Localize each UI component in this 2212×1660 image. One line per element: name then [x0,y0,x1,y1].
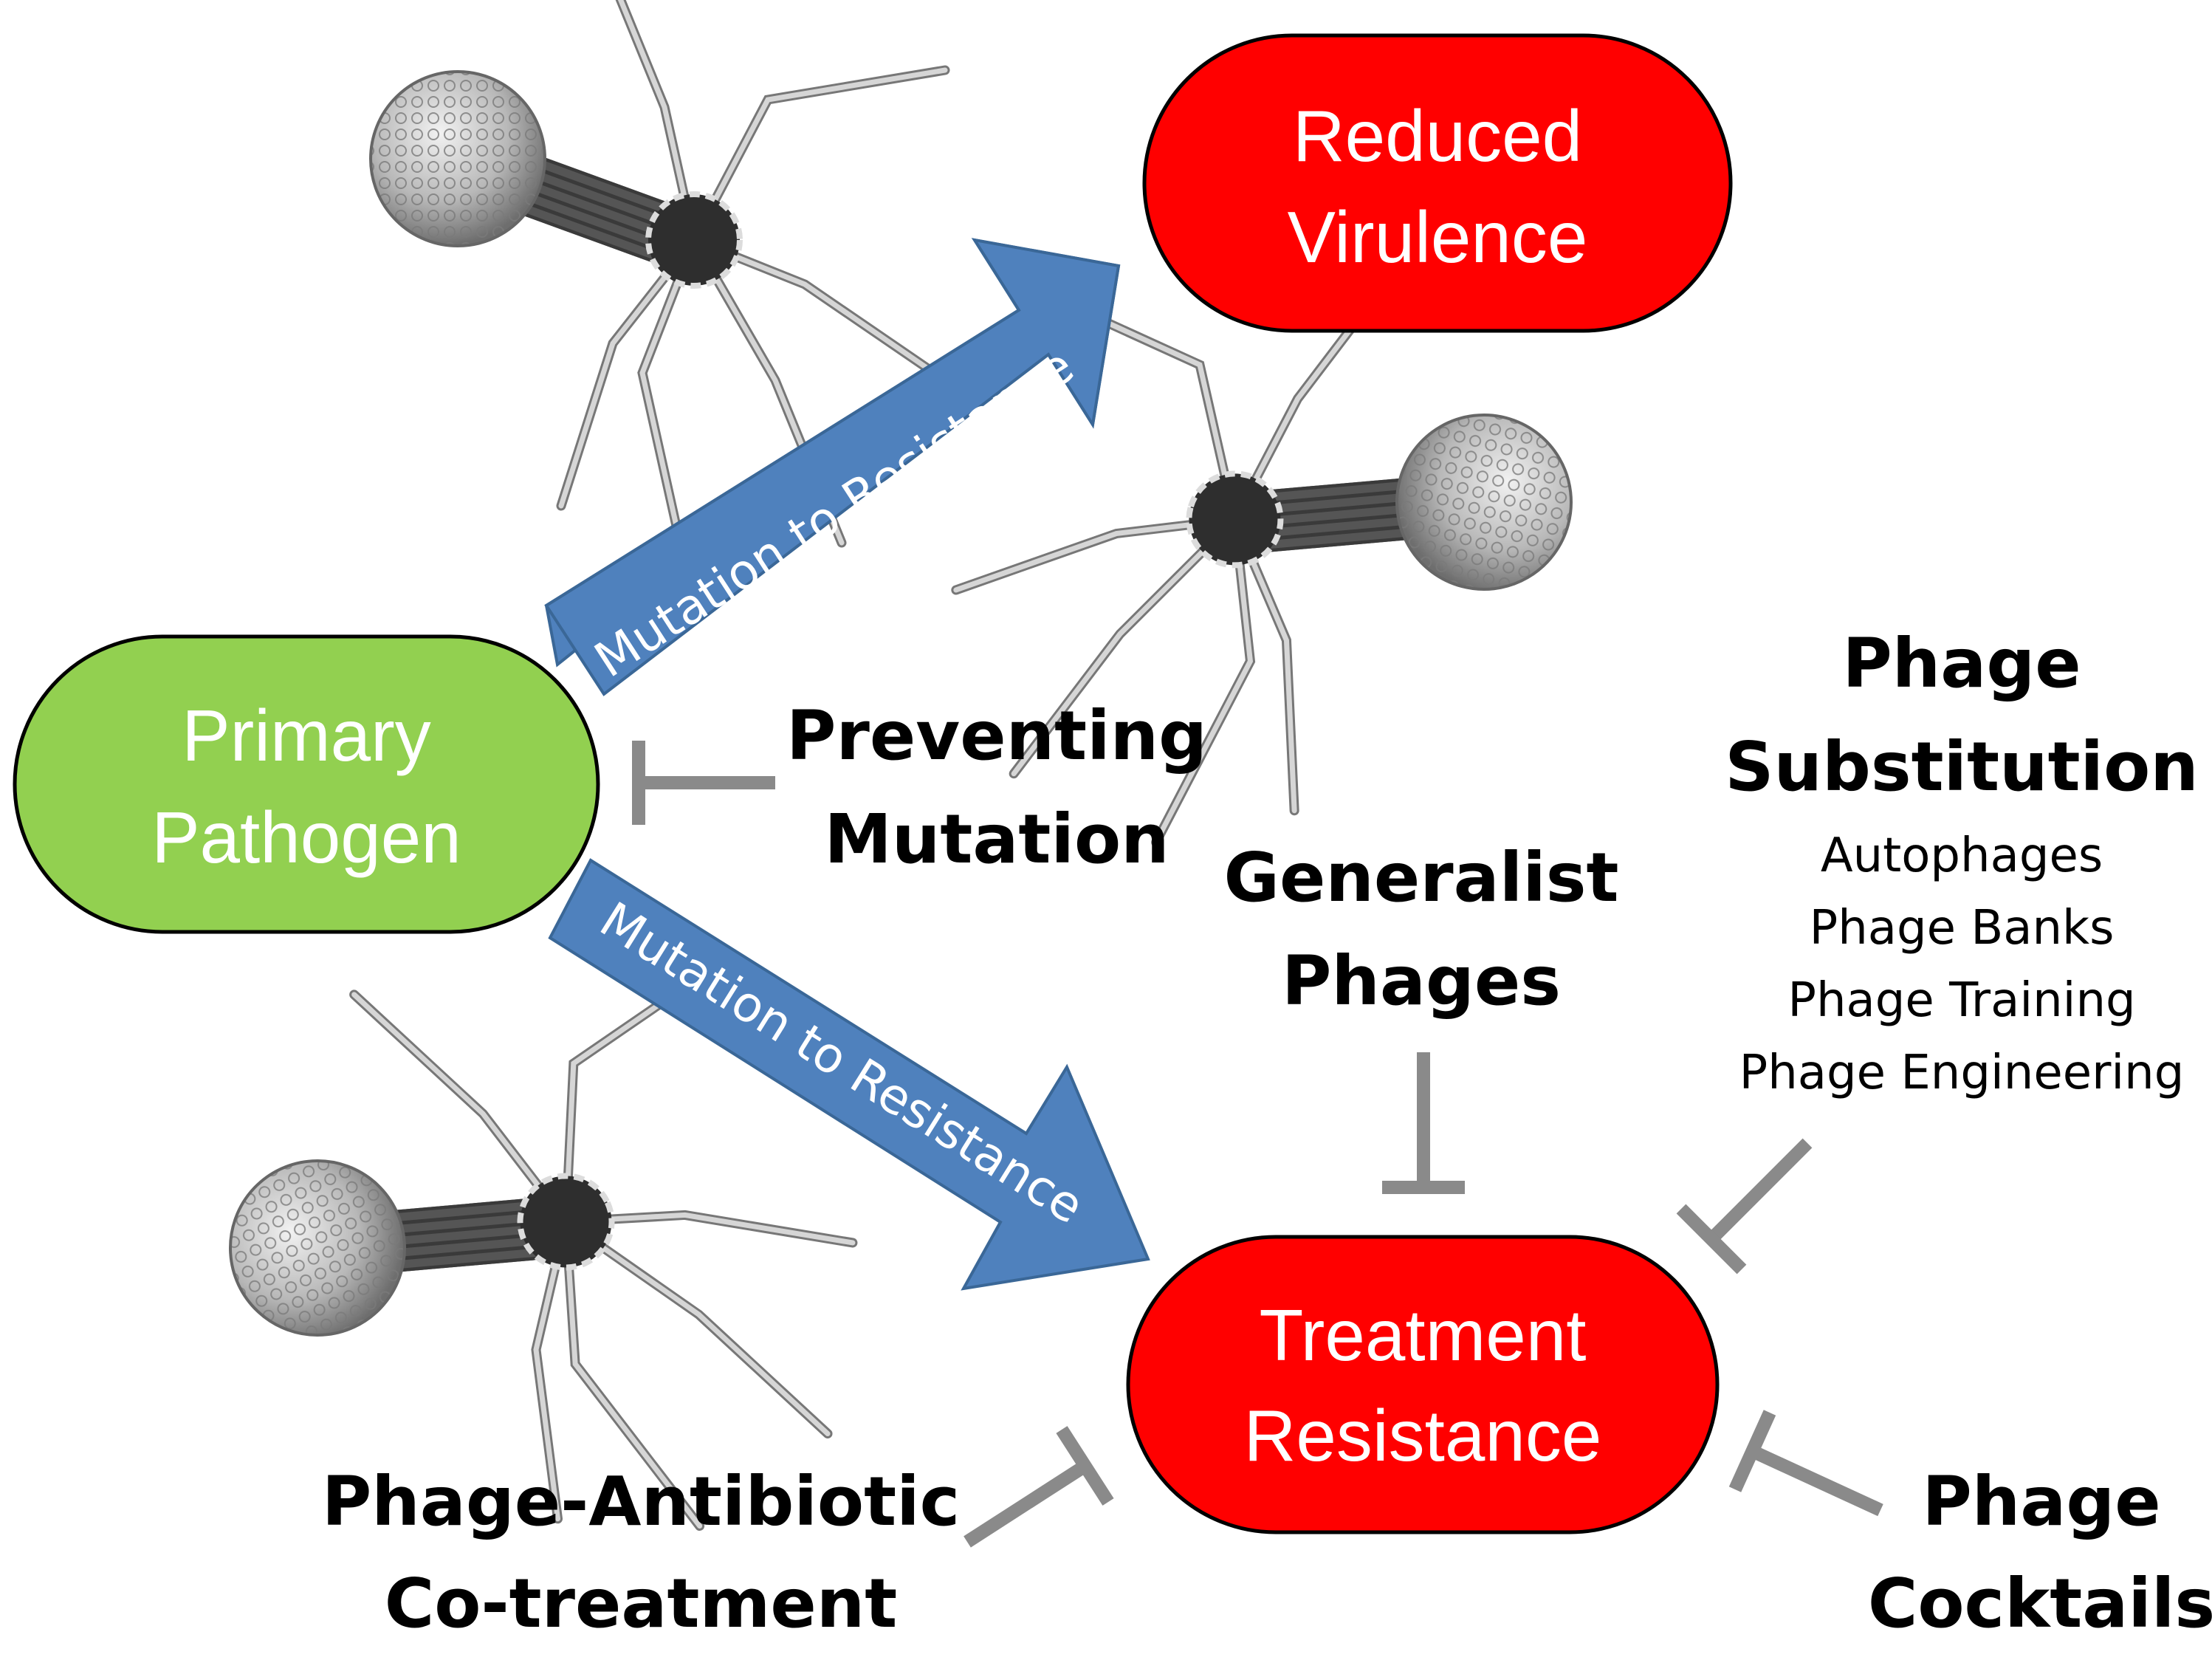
phage-substitution-inhibitor [1676,1138,1813,1275]
phage-substitution-item: Phage Banks [1810,901,2115,956]
upper-arrow-label: Mutation to Resistance [585,337,1083,689]
treatment-resistance-node: Treatment Resistance [1126,1235,1720,1534]
phage-substitution-item: Phage Engineering [1739,1046,2185,1100]
reduced-virulence-line1: Reduced [1293,95,1582,176]
preventing-mutation-line1: Preventing [786,696,1207,775]
generalist-phages-line1: Generalist [1223,838,1618,917]
phage-antibiotic-line1: Phage-Antibiotic [322,1462,960,1541]
phage-substitution-line1: Phage [1842,624,2081,703]
phage-cocktails-line1: Phage [1922,1462,2160,1541]
phage-cocktails-line2: Cocktails [1868,1564,2212,1643]
phage-substitution-item: Phage Training [1787,973,2135,1028]
phage-substitution-line2: Substitution [1725,727,2199,806]
primary-pathogen-line1: Primary [182,695,431,776]
preventing-mutation-inhibitor [632,741,775,825]
phage-cocktails-label: Phage Cocktails [1868,1462,2212,1643]
preventing-mutation-label: Preventing Mutation [786,696,1207,879]
phage-cocktails-inhibitor [1728,1410,1883,1517]
generalist-phages-line2: Phages [1282,942,1561,1021]
phage-antibiotic-line2: Co-treatment [385,1564,897,1643]
treatment-resistance-line2: Resistance [1244,1395,1602,1476]
primary-pathogen-node: Primary Pathogen [13,634,600,934]
phage-substitution-label: Phage Substitution Autophages Phage Bank… [1725,624,2199,1100]
phage-substitution-item: Autophages [1821,829,2103,883]
phage-antibiotic-inhibitor [964,1426,1114,1548]
reduced-virulence-node: Reduced Virulence [1142,33,1733,333]
primary-pathogen-line2: Pathogen [151,797,461,878]
lower-mutation-arrow: Mutation to Resistance [548,858,1150,1291]
preventing-mutation-line2: Mutation [824,800,1169,879]
lower-arrow-label: Mutation to Resistance [591,891,1093,1235]
treatment-resistance-line1: Treatment [1260,1294,1587,1376]
generalist-phages-label: Generalist Phages [1223,838,1618,1021]
reduced-virulence-line2: Virulence [1288,196,1588,278]
phage-antibiotic-label: Phage-Antibiotic Co-treatment [322,1462,960,1643]
generalist-phages-inhibitor [1382,1052,1465,1194]
